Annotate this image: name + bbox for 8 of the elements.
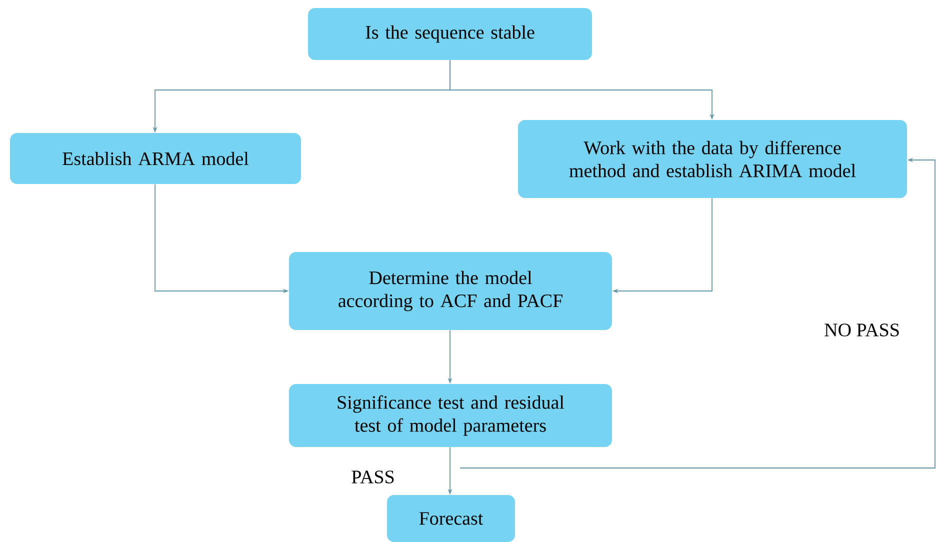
process-box: Forecast: [387, 495, 515, 542]
process-box: Determine the model according to ACF and PACF: [289, 252, 612, 330]
edge-label: NO PASS: [823, 322, 901, 338]
process-box: Significance test and residual test of model parameters: [289, 384, 612, 447]
process-box: Work with the data by difference method and establish ARIMA model: [518, 120, 907, 198]
process-box: Is the sequence stable: [308, 8, 592, 60]
edge-label: PASS: [350, 470, 396, 484]
process-box: Establish ARMA model: [10, 133, 301, 184]
